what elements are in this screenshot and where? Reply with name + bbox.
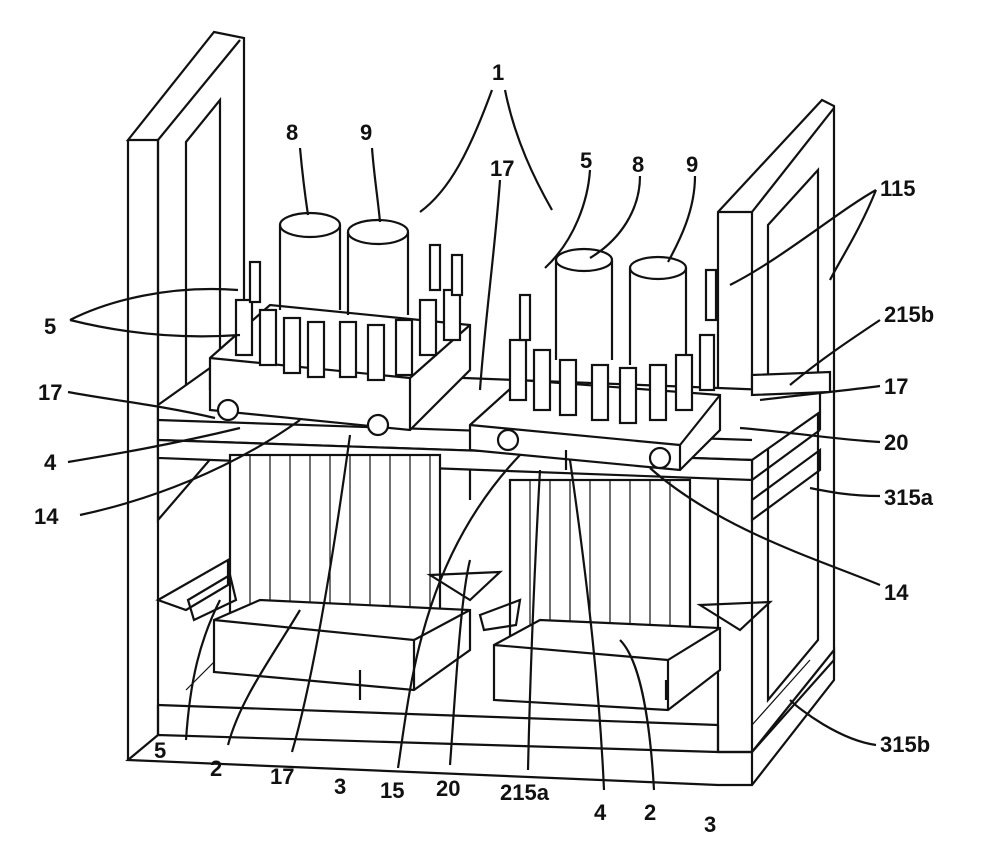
label-115: 115 xyxy=(880,176,916,201)
label-14-left: 14 xyxy=(34,504,59,529)
left-cylinder-9-top xyxy=(348,220,408,244)
label-17-right: 17 xyxy=(884,374,908,399)
label-4-left: 4 xyxy=(44,450,57,475)
label-8-left: 8 xyxy=(286,120,298,145)
label-15: 15 xyxy=(380,778,404,803)
label-9-left: 9 xyxy=(360,120,372,145)
right-connector-17b xyxy=(650,448,670,468)
label-215b: 215b xyxy=(884,302,934,327)
label-20-bottom: 20 xyxy=(436,776,460,801)
label-8-right: 8 xyxy=(632,152,644,177)
label-2-right: 2 xyxy=(644,800,656,825)
label-2-left: 2 xyxy=(210,756,222,781)
label-3-left: 3 xyxy=(334,774,346,799)
right-plate-stack xyxy=(510,480,690,640)
right-base-block xyxy=(494,620,720,710)
label-20-right: 20 xyxy=(884,430,908,455)
label-17-left: 17 xyxy=(38,380,62,405)
label-315b: 315b xyxy=(880,732,930,757)
label-9-right: 9 xyxy=(686,152,698,177)
label-14-right: 14 xyxy=(884,580,909,605)
label-215a: 215a xyxy=(500,780,550,805)
right-cylinder-8-top xyxy=(556,249,612,271)
label-3-right: 3 xyxy=(704,812,716,837)
label-4-bottom: 4 xyxy=(594,800,607,825)
left-connector-17a xyxy=(218,400,238,420)
left-connector-17b xyxy=(368,415,388,435)
right-cylinder-9-top xyxy=(630,257,686,279)
left-cylinder-8-top xyxy=(280,213,340,237)
label-315a: 315a xyxy=(884,485,934,510)
label-5-bottom: 5 xyxy=(154,738,166,763)
label-5-left: 5 xyxy=(44,314,56,339)
label-5-top: 5 xyxy=(580,148,592,173)
right-connector-17a xyxy=(498,430,518,450)
label-1: 1 xyxy=(492,60,504,85)
label-17-bottom: 17 xyxy=(270,764,294,789)
label-17-top: 17 xyxy=(490,156,514,181)
left-base-block xyxy=(214,600,470,690)
